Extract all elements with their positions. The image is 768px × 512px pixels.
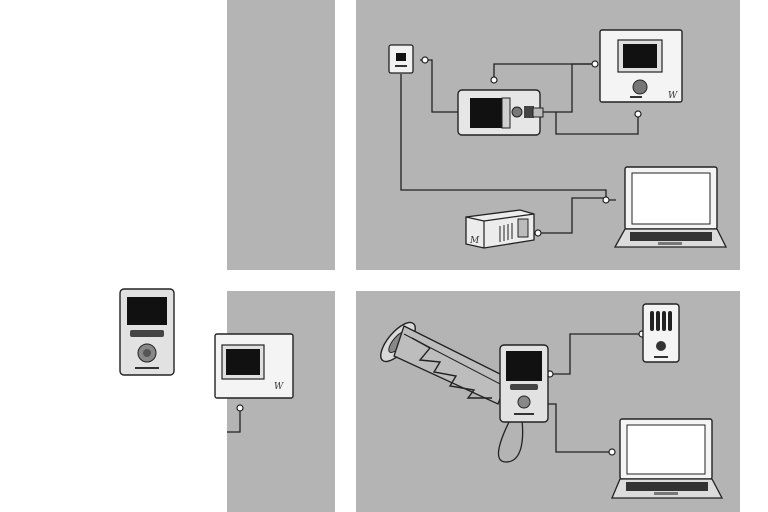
monitor-bottom-mark: W (274, 382, 284, 392)
panel-top-left (227, 0, 335, 270)
monitor-top-mark: W (668, 91, 678, 101)
box-icon: M (465, 209, 535, 249)
probe-icon (380, 321, 509, 405)
laptop-icon (613, 166, 728, 248)
standalone-handheld-icon (119, 288, 175, 376)
handheld-bottom-icon (499, 344, 549, 423)
top-wire-nodes (421, 56, 642, 237)
speaker-icon (642, 303, 680, 363)
speaker-mark: M (469, 236, 480, 246)
bottom-left-wire (227, 408, 241, 433)
cropped-monitor-icon: W (214, 333, 294, 399)
monitor-icon: W (599, 29, 683, 103)
bottom-wires (497, 333, 640, 463)
plug-icon (388, 44, 414, 74)
handheld-icon (457, 89, 544, 136)
laptop-bottom-icon (611, 418, 724, 499)
panel-bottom-left (227, 291, 335, 512)
